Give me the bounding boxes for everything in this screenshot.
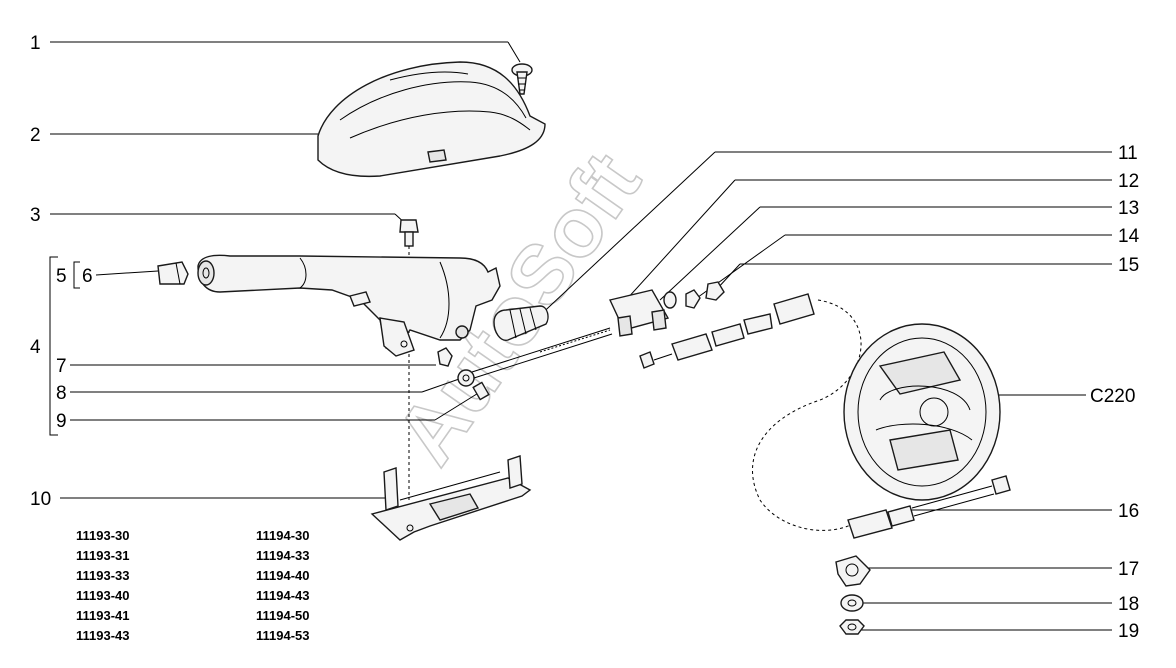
callout-labels: 1 2 3 4 5 6 7 8 9 10 11 12 13 14 15 16 1… <box>30 33 1140 642</box>
screw-part <box>511 63 533 95</box>
callout-12: 12 <box>1118 171 1139 192</box>
model-code: 11193-33 <box>76 568 130 583</box>
callout-19: 19 <box>1118 621 1139 642</box>
callout-10: 10 <box>30 489 51 510</box>
lever-part <box>197 254 501 357</box>
callout-16: 16 <box>1118 501 1139 522</box>
rear-cable-part <box>847 475 1011 539</box>
model-code: 11194-43 <box>256 588 310 603</box>
model-code: 11193-40 <box>76 588 130 603</box>
callout-8: 8 <box>56 383 67 404</box>
callout-1: 1 <box>30 33 41 54</box>
nut-part <box>839 619 865 635</box>
callout-13: 13 <box>1118 198 1139 219</box>
cable-clip-part <box>835 555 871 587</box>
model-code: 11193-31 <box>76 548 130 563</box>
rod-part <box>457 327 613 387</box>
washers-part <box>663 281 725 309</box>
washer-part <box>840 594 864 612</box>
model-codes: 11193-30 11193-31 11193-33 11193-40 1119… <box>76 528 310 643</box>
brake-assembly-part <box>843 323 1001 501</box>
model-code: 11194-53 <box>256 628 310 643</box>
callout-3: 3 <box>30 205 41 226</box>
model-code: 11194-30 <box>256 528 310 543</box>
callout-4: 4 <box>30 337 41 358</box>
model-code: 11194-50 <box>256 608 310 623</box>
callout-15: 15 <box>1118 255 1139 276</box>
model-code: 11193-41 <box>76 608 130 623</box>
pin-part <box>472 381 490 401</box>
base-bracket-part <box>370 455 532 541</box>
callout-11: 11 <box>1118 143 1138 164</box>
model-code: 11194-40 <box>256 568 310 583</box>
callout-14: 14 <box>1118 226 1140 247</box>
callout-18: 18 <box>1118 594 1139 615</box>
model-code: 11193-43 <box>76 628 130 643</box>
boot-part <box>493 305 549 341</box>
cover-part <box>317 61 546 178</box>
clip-part <box>437 347 453 367</box>
front-cable-part <box>639 293 815 369</box>
callout-9: 9 <box>56 411 67 432</box>
callout-7: 7 <box>56 356 67 377</box>
cable-route <box>752 299 862 531</box>
callout-2: 2 <box>30 125 41 146</box>
callout-5: 5 <box>56 266 67 287</box>
callout-6: 6 <box>82 266 93 287</box>
equalizer-part <box>609 289 670 337</box>
callout-c220: C220 <box>1090 386 1135 407</box>
callout-17: 17 <box>1118 559 1139 580</box>
model-code: 11194-33 <box>256 548 310 563</box>
grip-cap-part <box>157 261 189 285</box>
model-code: 11193-30 <box>76 528 130 543</box>
